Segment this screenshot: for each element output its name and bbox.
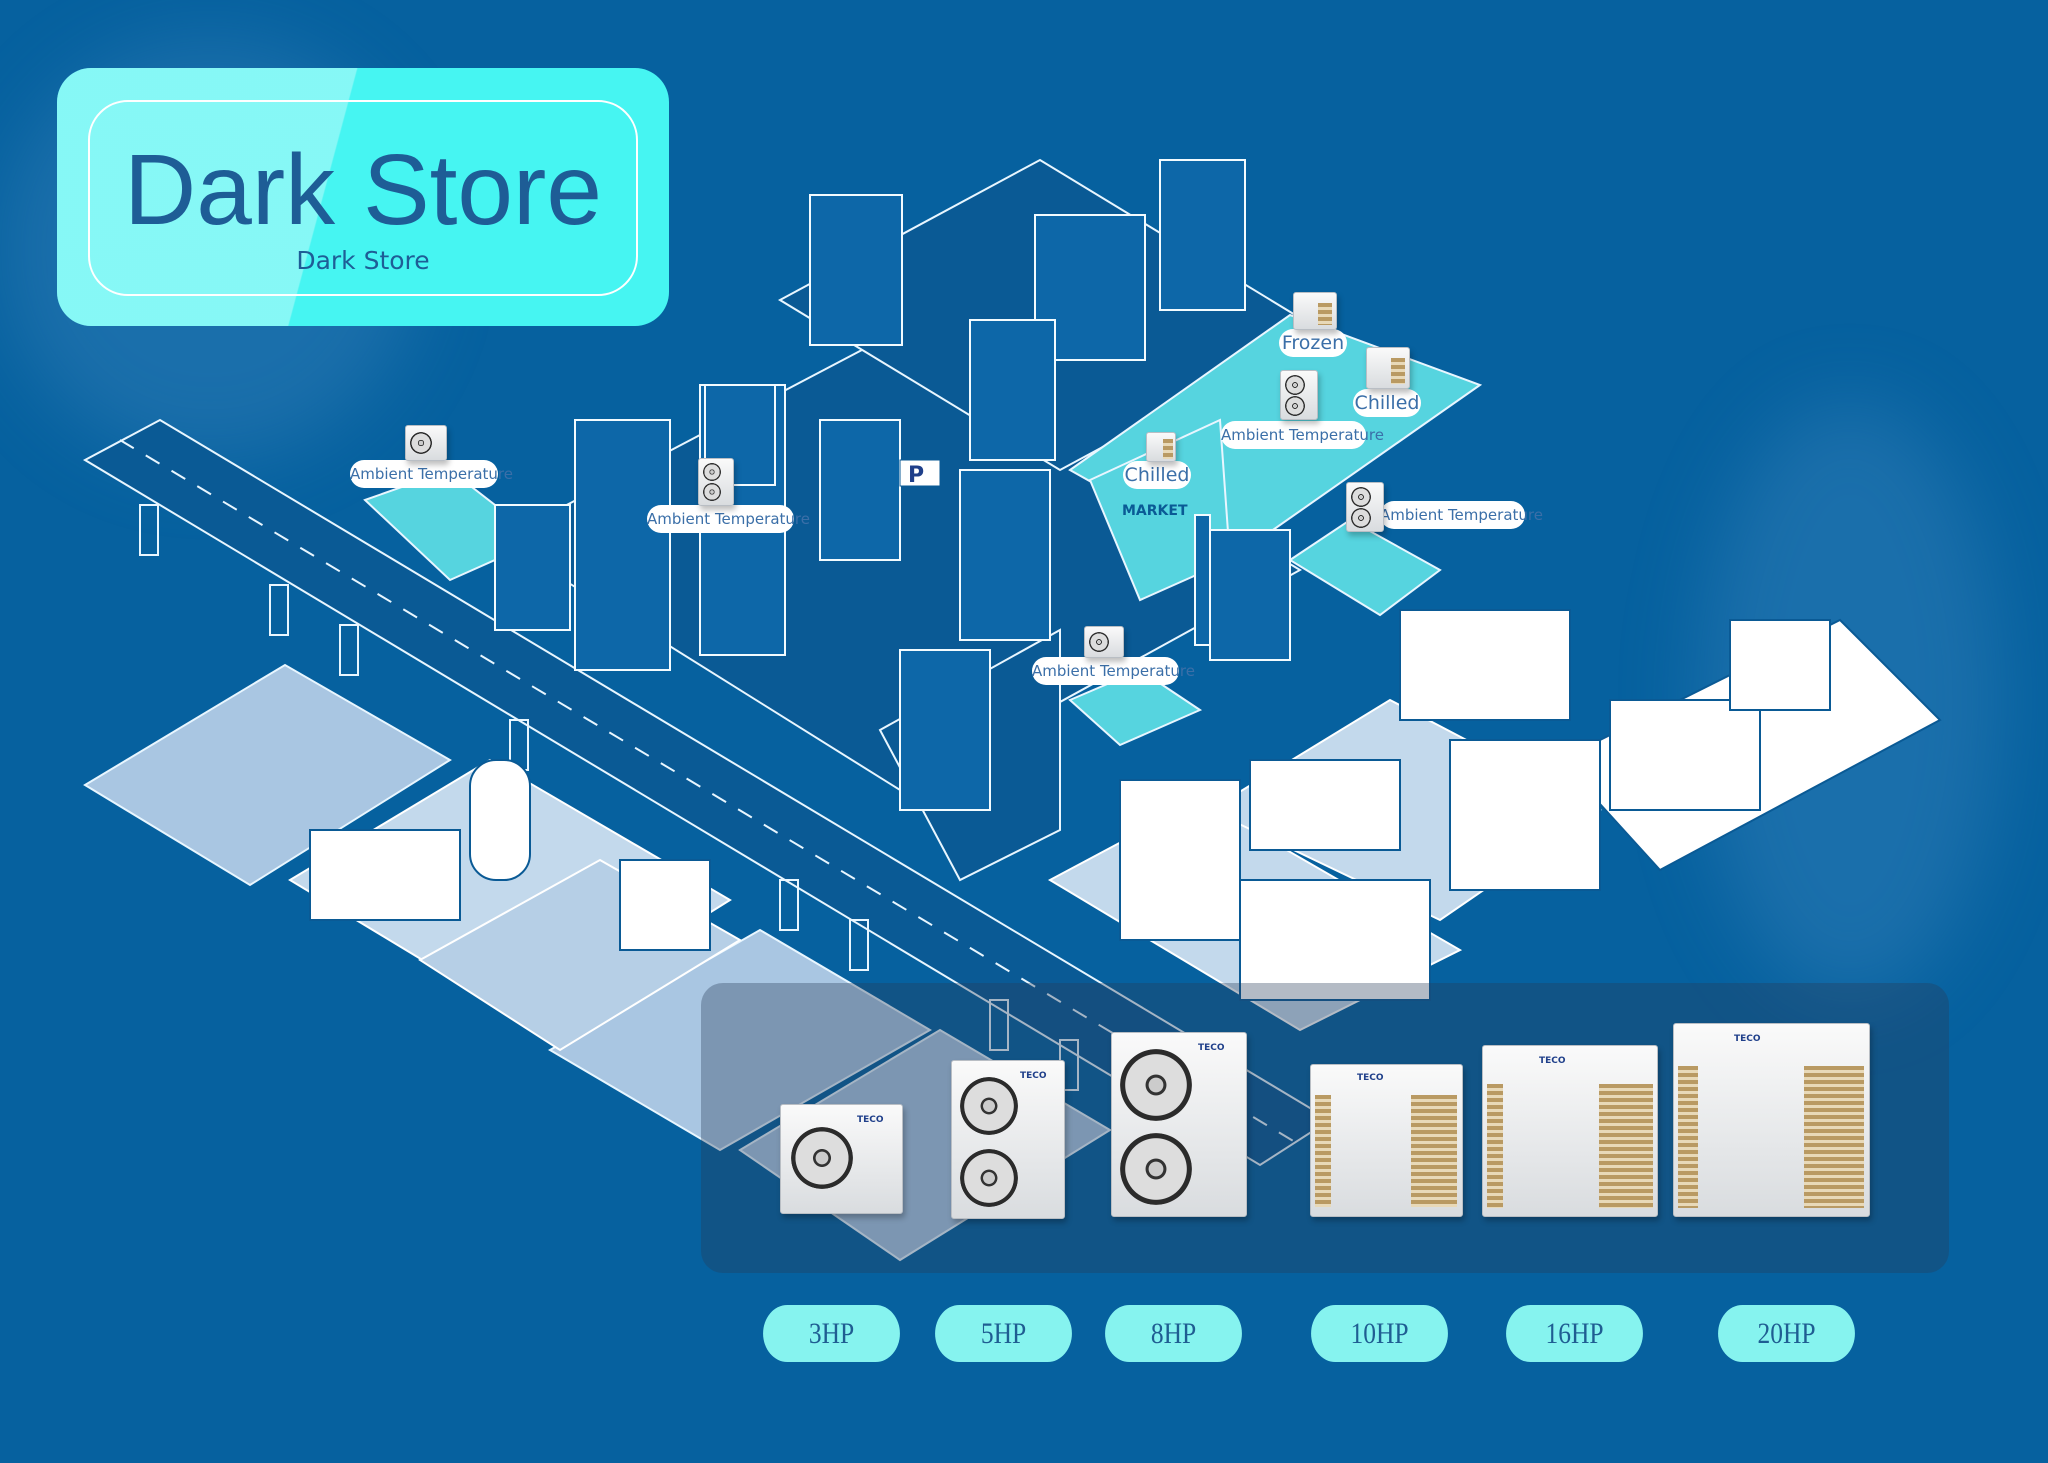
page-subtitle: Dark Store <box>296 246 430 275</box>
grille <box>1678 1066 1698 1208</box>
industrial-area <box>1047 609 1942 1032</box>
fan-icon <box>703 463 721 481</box>
product-unit-10hp[interactable]: TECO <box>1310 1064 1463 1217</box>
grille <box>1318 303 1332 325</box>
page-title: Dark Store <box>124 134 602 246</box>
map-ac-unit <box>698 458 734 506</box>
farm-area <box>288 758 742 1052</box>
grille <box>1599 1084 1653 1208</box>
fan-icon <box>1089 632 1109 652</box>
map-label-frozen[interactable]: Frozen <box>1279 329 1347 357</box>
fan-icon <box>1120 1133 1192 1205</box>
capacity-button-10hp[interactable]: 10HP <box>1311 1305 1448 1362</box>
fan-icon <box>1285 396 1305 416</box>
product-unit-5hp[interactable]: TECO <box>951 1060 1065 1219</box>
capacity-button-16hp[interactable]: 16HP <box>1506 1305 1643 1362</box>
map-label-ambient-temperature[interactable]: Ambient Temperature <box>647 505 810 533</box>
map-label-ambient-temperature[interactable]: Ambient Temperature <box>1032 657 1195 685</box>
product-unit-20hp[interactable]: TECO <box>1673 1023 1870 1217</box>
market-sign-text: MARKET <box>1122 503 1188 519</box>
grille <box>1315 1095 1331 1207</box>
brand-logo: TECO <box>1198 1043 1225 1053</box>
grille <box>1391 358 1405 384</box>
brand-logo: TECO <box>1734 1034 1761 1044</box>
capacity-button-5hp[interactable]: 5HP <box>935 1305 1072 1362</box>
map-label-chilled[interactable]: Chilled <box>1353 389 1421 417</box>
map-ac-unit <box>1280 370 1318 420</box>
map-ac-unit <box>1346 482 1384 532</box>
map-label-ambient-temperature[interactable]: Ambient Temperature <box>1221 421 1384 449</box>
capacity-button-8hp[interactable]: 8HP <box>1105 1305 1242 1362</box>
map-label-ambient-temperature[interactable]: Ambient Temperature <box>1380 501 1543 529</box>
map-ac-unit <box>1084 626 1124 658</box>
fan-icon <box>1285 375 1305 395</box>
brand-logo: TECO <box>1357 1073 1384 1083</box>
fan-icon <box>960 1149 1018 1207</box>
grille <box>1487 1084 1503 1208</box>
title-card-shine <box>57 68 669 326</box>
map-vrf-unit <box>1366 347 1410 389</box>
buildings <box>494 159 1291 811</box>
title-card: Dark Store Dark Store <box>57 68 669 326</box>
parking-sign <box>899 459 941 487</box>
capacity-button-20hp[interactable]: 20HP <box>1718 1305 1855 1362</box>
grille <box>1163 439 1173 459</box>
fan-icon <box>960 1077 1018 1135</box>
fan-icon <box>703 483 721 501</box>
grille <box>1804 1066 1864 1208</box>
map-vrf-unit <box>1146 432 1176 462</box>
product-unit-16hp[interactable]: TECO <box>1482 1045 1658 1217</box>
title-card-border <box>88 100 638 296</box>
product-unit-3hp[interactable]: TECO <box>780 1104 903 1214</box>
capacity-button-3hp[interactable]: 3HP <box>763 1305 900 1362</box>
brand-logo: TECO <box>857 1115 884 1125</box>
map-label-chilled[interactable]: Chilled <box>1123 461 1191 489</box>
fan-icon <box>410 432 432 454</box>
parking-sign-text: P <box>908 463 924 488</box>
fan-icon <box>1351 487 1371 507</box>
map-ac-unit <box>405 425 447 461</box>
brand-logo: TECO <box>1020 1071 1047 1081</box>
map-label-ambient-temperature[interactable]: Ambient Temperature <box>350 460 513 488</box>
fan-icon <box>1351 508 1371 528</box>
grille <box>1411 1095 1457 1207</box>
map-vrf-unit <box>1293 292 1337 330</box>
product-unit-8hp[interactable]: TECO <box>1111 1032 1247 1217</box>
fan-icon <box>1120 1049 1192 1121</box>
brand-logo: TECO <box>1539 1056 1566 1066</box>
fan-icon <box>791 1127 853 1189</box>
